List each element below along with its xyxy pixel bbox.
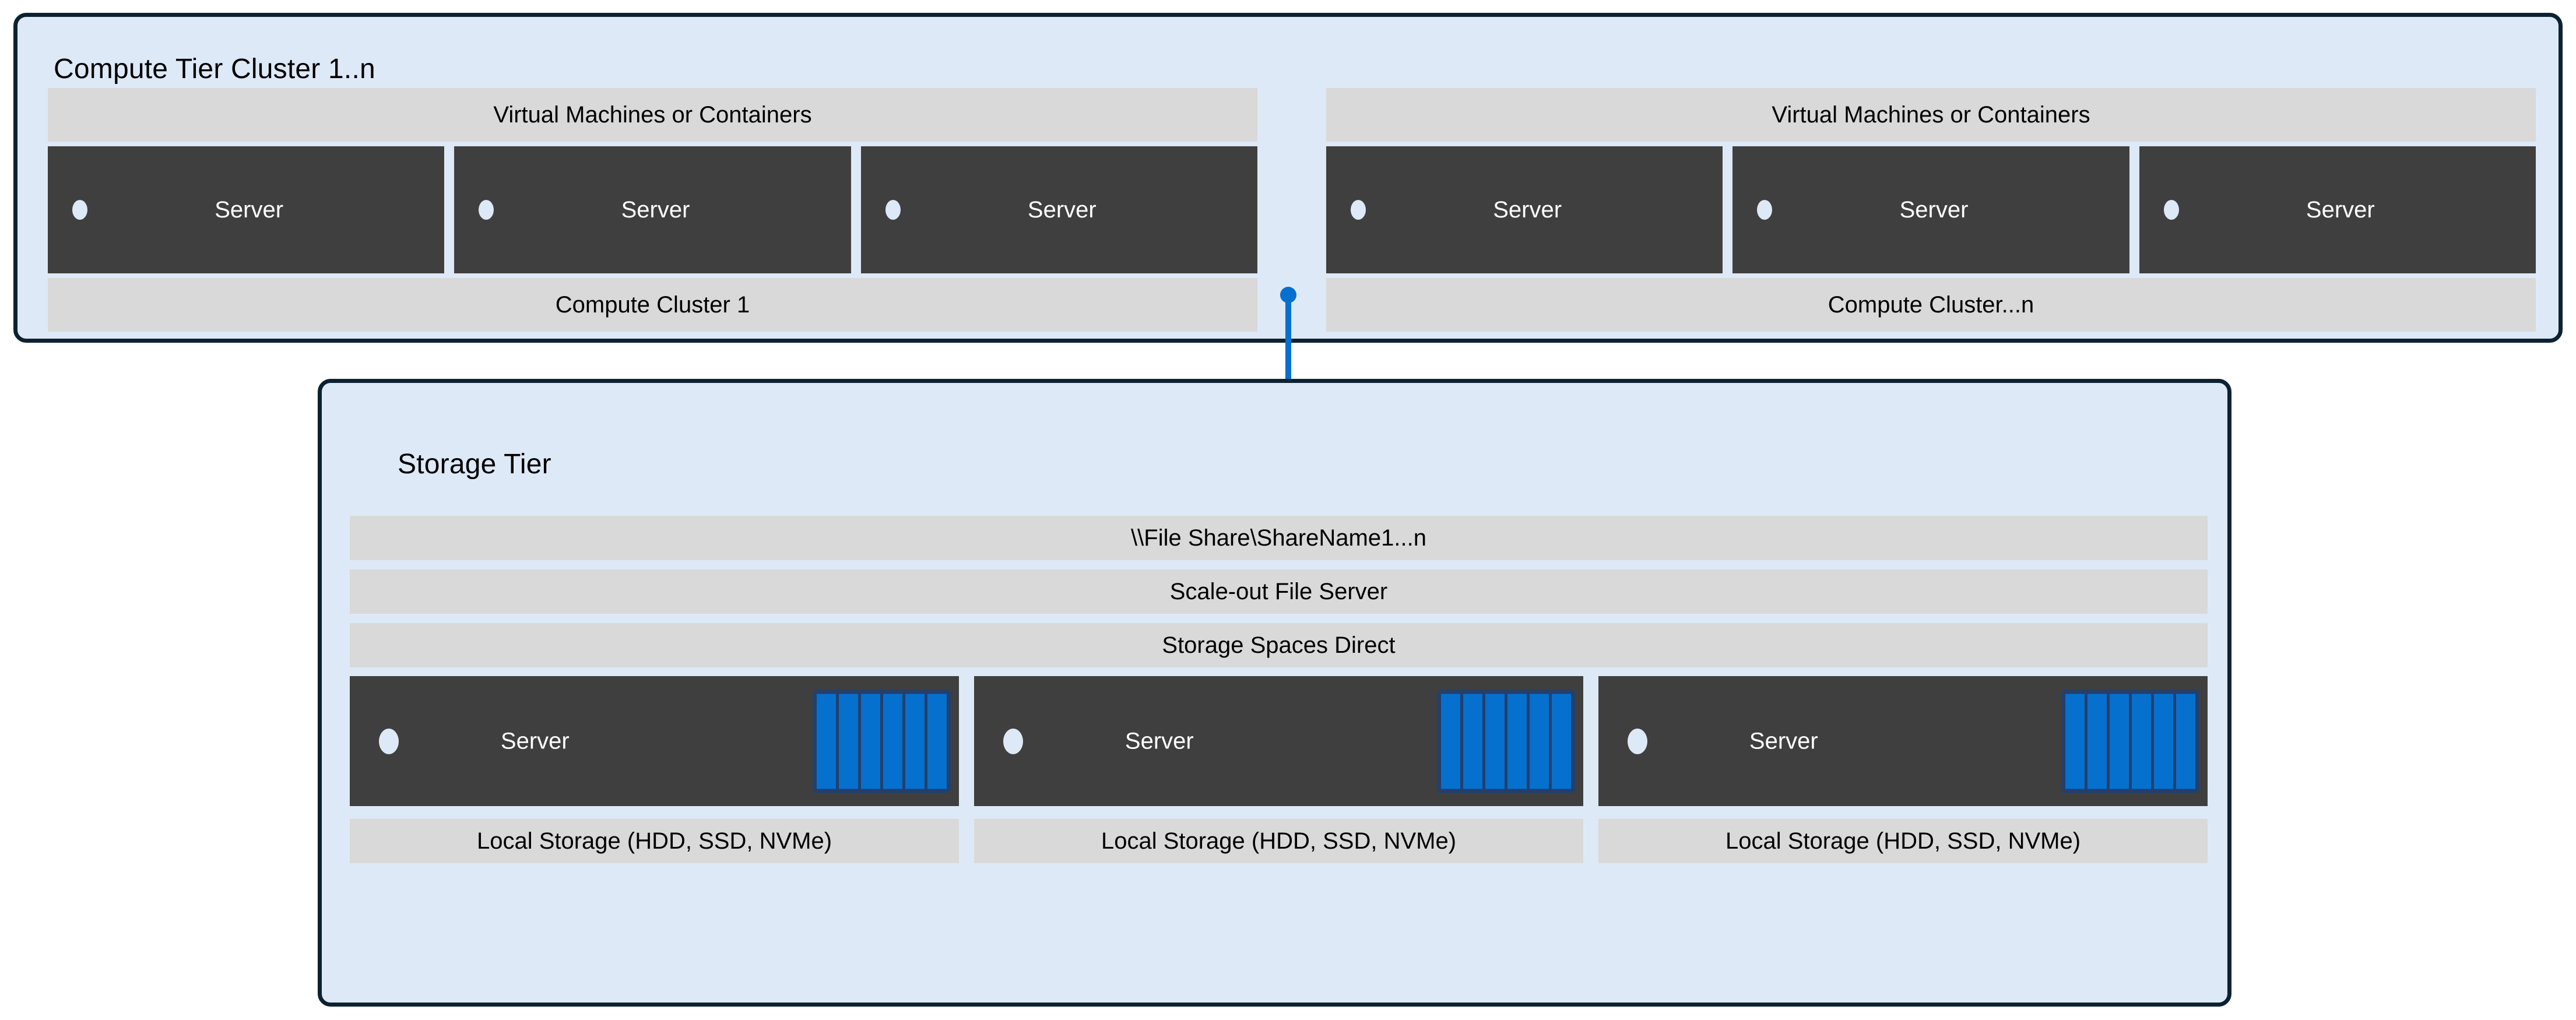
disk-icon (817, 694, 836, 789)
disk-array-icon (2061, 690, 2199, 793)
cluster-n-server-3[interactable]: Server (2139, 146, 2536, 273)
compute-tier-container: Compute Tier Cluster 1..n Virtual Machin… (13, 13, 2563, 343)
storage-tier-container: Storage Tier \\File Share\ShareName1...n… (318, 379, 2231, 1007)
storage-node-3-caption: Local Storage (HDD, SSD, NVMe) (1598, 819, 2208, 863)
disk-icon (839, 694, 858, 789)
disk-icon (2132, 694, 2151, 789)
disk-icon (1552, 694, 1571, 789)
storage-band-scale-out-file-server: Scale-out File Server (350, 569, 2208, 614)
disk-icon (1507, 694, 1527, 789)
disk-icon (2110, 694, 2129, 789)
disk-icon (1485, 694, 1505, 789)
disk-icon (927, 694, 947, 789)
disk-icon (2176, 694, 2195, 789)
disk-icon (2154, 694, 2173, 789)
server-label: Server (1124, 728, 1194, 754)
storage-server-2[interactable]: Server (974, 676, 1583, 806)
storage-band-file-share: \\File Share\ShareName1...n (350, 516, 2208, 560)
cluster-n-server-2[interactable]: Server (1732, 146, 2129, 273)
storage-node-2-caption: Local Storage (HDD, SSD, NVMe) (974, 819, 1583, 863)
status-led-icon (379, 728, 399, 754)
server-label: Server (1899, 196, 1969, 223)
storage-server-1[interactable]: Server (350, 676, 959, 806)
disk-icon (1463, 694, 1482, 789)
status-led-icon (479, 200, 494, 220)
storage-node-3: Server Local Storage (HDD, SSD, NVMe) (1598, 676, 2208, 973)
server-label: Server (215, 196, 284, 223)
disk-array-icon (1437, 690, 1575, 793)
compute-cluster-n: Virtual Machines or Containers Server Se… (1326, 88, 2536, 332)
storage-node-1-caption: Local Storage (HDD, SSD, NVMe) (350, 819, 959, 863)
cluster-1-name-band: Compute Cluster 1 (48, 278, 1257, 332)
server-label: Server (1749, 728, 1818, 754)
storage-node-1: Server Local Storage (HDD, SSD, NVMe) (350, 676, 959, 973)
status-led-icon (2163, 200, 2179, 220)
server-label: Server (621, 196, 690, 223)
status-led-icon (1351, 200, 1366, 220)
disk-icon (861, 694, 880, 789)
status-led-icon (885, 200, 901, 220)
status-led-icon (1757, 200, 1773, 220)
server-label: Server (1027, 196, 1097, 223)
cluster-1-server-3[interactable]: Server (860, 146, 1257, 273)
storage-tier-title: Storage Tier (398, 449, 551, 480)
cluster-1-vm-band: Virtual Machines or Containers (48, 88, 1257, 142)
connector-line (1285, 293, 1291, 406)
cluster-n-name-band: Compute Cluster...n (1326, 278, 2536, 332)
disk-icon (883, 694, 902, 789)
storage-node-2: Server Local Storage (HDD, SSD, NVMe) (974, 676, 1583, 973)
status-led-icon (72, 200, 87, 220)
storage-band-storage-spaces-direct: Storage Spaces Direct (350, 623, 2208, 667)
server-label: Server (1493, 196, 1562, 223)
disk-icon (905, 694, 925, 789)
compute-cluster-1: Virtual Machines or Containers Server Se… (48, 88, 1257, 332)
disk-icon (2087, 694, 2107, 789)
cluster-1-server-row: Server Server Server (48, 146, 1257, 273)
status-led-icon (1003, 728, 1023, 754)
disk-icon (1441, 694, 1460, 789)
disk-icon (1530, 694, 1549, 789)
cluster-n-vm-band: Virtual Machines or Containers (1326, 88, 2536, 142)
storage-node-row: Server Local Storage (HDD, SSD, NVMe) Se… (350, 676, 2208, 973)
server-label: Server (2306, 196, 2375, 223)
compute-tier-title: Compute Tier Cluster 1..n (54, 54, 375, 85)
disk-array-icon (813, 690, 951, 793)
disk-icon (2065, 694, 2085, 789)
server-label: Server (500, 728, 570, 754)
cluster-n-server-row: Server Server Server (1326, 146, 2536, 273)
cluster-n-server-1[interactable]: Server (1326, 146, 1723, 273)
storage-server-3[interactable]: Server (1598, 676, 2208, 806)
cluster-1-server-2[interactable]: Server (454, 146, 851, 273)
cluster-1-server-1[interactable]: Server (48, 146, 445, 273)
status-led-icon (1628, 728, 1647, 754)
